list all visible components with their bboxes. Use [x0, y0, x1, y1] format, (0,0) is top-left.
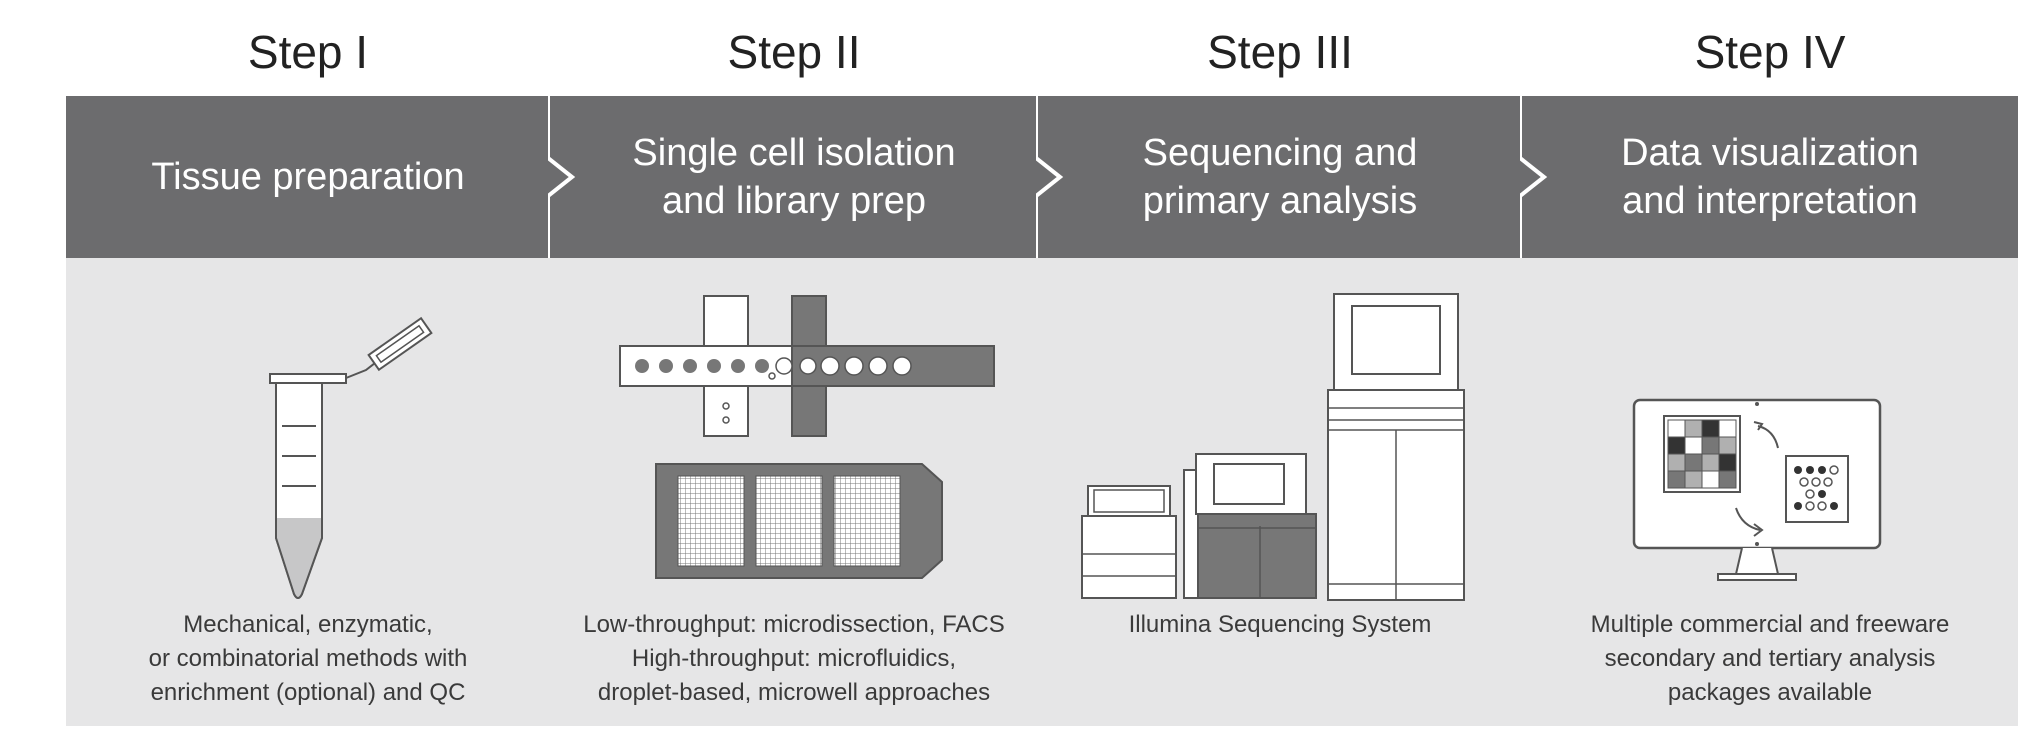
- step-label: Step IV: [1694, 26, 1846, 78]
- steps-row: Step I Tissue preparation: [66, 0, 2018, 742]
- step-2: Step II Single cell isolation and librar…: [548, 0, 1038, 742]
- microfluidic-chip-icon: [550, 258, 1038, 648]
- chevron-right-icon: [548, 96, 576, 258]
- step-title: Data visualization and interpretation: [1522, 96, 2018, 258]
- microcentrifuge-tube-icon: [66, 258, 550, 648]
- sequencer-instruments-icon: [1038, 258, 1522, 648]
- step-panel: Sequencing and primary analysis: [1036, 96, 1522, 726]
- step-4: Step IV Data visualization and interpret…: [1520, 0, 2018, 742]
- step-title: Tissue preparation: [66, 96, 550, 258]
- step-label: Step I: [247, 26, 369, 78]
- step-description: Mechanical, enzymatic, or combinatorial …: [148, 611, 468, 706]
- step-1: Step I Tissue preparation: [66, 0, 550, 742]
- chevron-right-icon: [1036, 96, 1064, 258]
- step-3: Step III Sequencing and primary analysis: [1036, 0, 1522, 742]
- step-panel: Data visualization and interpretation: [1520, 96, 2018, 726]
- step-description: Low-throughput: microdissection, FACS Hi…: [583, 611, 1005, 706]
- monitor-data-icon: [1522, 258, 2018, 648]
- step-panel: Tissue preparation: [66, 96, 550, 726]
- step-label: Step III: [1207, 26, 1353, 78]
- step-description: Multiple commercial and freeware seconda…: [1590, 611, 1950, 706]
- step-title: Single cell isolation and library prep: [550, 96, 1038, 258]
- step-panel: Single cell isolation and library prep: [548, 96, 1038, 726]
- step-label: Step II: [727, 26, 861, 78]
- step-description: Illumina Sequencing System: [1128, 611, 1432, 638]
- step-title: Sequencing and primary analysis: [1038, 96, 1522, 258]
- chevron-right-icon: [1520, 96, 1548, 258]
